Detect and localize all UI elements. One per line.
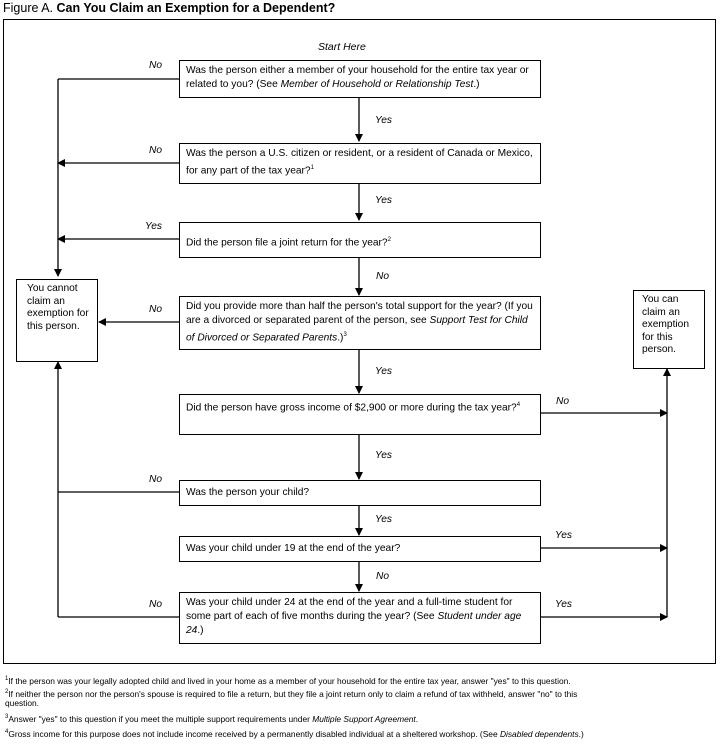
question-gross-income: Did the person have gross income of $2,9… xyxy=(179,394,541,435)
figure-prefix: Figure A. xyxy=(3,1,54,15)
diagram-frame xyxy=(3,19,716,664)
footnote-1: 1If the person was your legally adopted … xyxy=(5,675,571,686)
question-joint-return: Did the person file a joint return for t… xyxy=(179,222,541,258)
label-yes: Yes xyxy=(555,599,572,610)
footnote-2: 2If neither the person nor the person's … xyxy=(5,688,578,699)
label-no: No xyxy=(149,145,163,156)
footnote-4: 4Gross income for this purpose does not … xyxy=(5,728,584,739)
question-support: Did you provide more than half the perso… xyxy=(179,296,541,350)
question-citizen: Was the person a U.S. citizen or residen… xyxy=(179,143,541,184)
label-no: No xyxy=(149,599,163,610)
question-household: Was the person either a member of your h… xyxy=(179,60,541,98)
label-yes: Yes xyxy=(375,195,392,206)
label-yes: Yes xyxy=(555,530,572,541)
label-no: No xyxy=(149,60,163,71)
label-no: No xyxy=(149,304,163,315)
label-no: No xyxy=(149,474,163,485)
question-under-19: Was your child under 19 at the end of th… xyxy=(179,536,541,562)
label-no: No xyxy=(376,271,390,282)
question-student-under-24: Was your child under 24 at the end of th… xyxy=(179,592,541,644)
question-your-child: Was the person your child? xyxy=(179,480,541,506)
outcome-cannot-claim: You cannot claim an exemption for this p… xyxy=(16,279,98,362)
label-yes: Yes xyxy=(375,366,392,377)
label-no: No xyxy=(556,396,570,407)
footnote-3: 3Answer "yes" to this question if you me… xyxy=(5,713,419,724)
outcome-can-claim: You can claim an exemption for this pers… xyxy=(633,290,705,369)
figure-title-text: Can You Claim an Exemption for a Depende… xyxy=(56,1,336,15)
label-yes: Yes xyxy=(375,115,392,126)
label-yes: Yes xyxy=(375,514,392,525)
label-no: No xyxy=(376,571,390,582)
label-yes: Yes xyxy=(145,221,162,232)
start-label: Start Here xyxy=(318,41,366,53)
label-yes: Yes xyxy=(375,450,392,461)
footnote-2-continued: question. xyxy=(5,698,39,708)
figure-title: Figure A. Can You Claim an Exemption for… xyxy=(3,1,335,15)
